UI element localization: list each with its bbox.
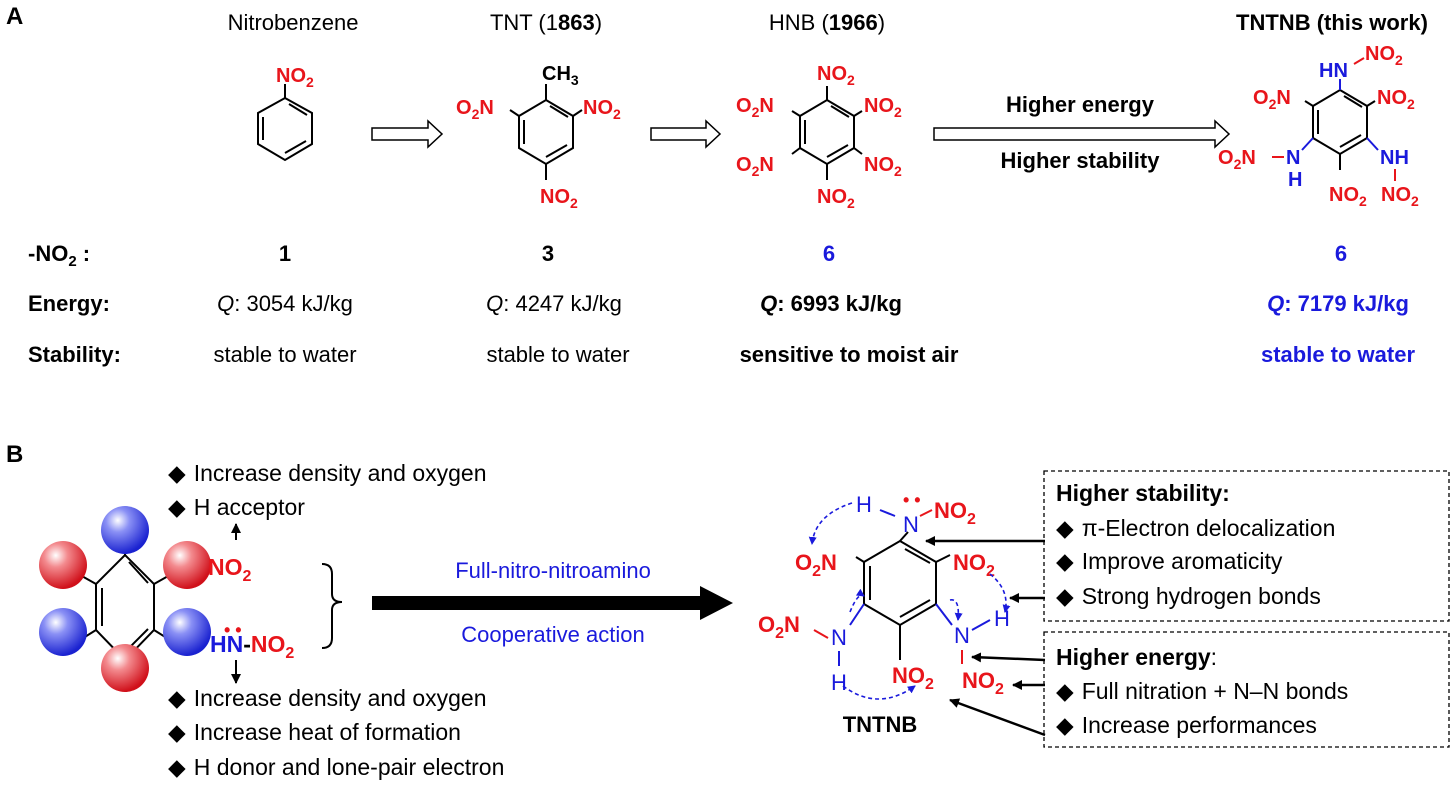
energy-box [1043, 631, 1450, 748]
arrow-label-higher-energy: Higher energy [1006, 92, 1155, 117]
bottom-bullet-1: ◆Increase density and oxygen [168, 685, 487, 711]
stability-item-3: ◆Strong hydrogen bonds [1056, 583, 1321, 609]
energy-item-2: ◆Increase performances [1056, 712, 1317, 738]
energy-item-1: ◆Full nitration + N–N bonds [1056, 678, 1348, 704]
pointer-arrows [925, 536, 1046, 737]
row-label-energy: Energy: [28, 291, 110, 316]
sphere-top-left-red [39, 541, 87, 589]
svg-text:H: H [1288, 169, 1302, 191]
svg-text:NO2: NO2 [892, 663, 934, 693]
top-bullet-1: ◆Increase density and oxygen [168, 460, 487, 486]
nitro-count-nitrobenzene: 1 [279, 241, 291, 266]
sphere-top-right-red [163, 541, 211, 589]
open-arrow-1 [371, 119, 444, 149]
svg-text:H: H [994, 606, 1010, 631]
sphere-top-blue [101, 506, 149, 554]
open-arrow-3 [933, 119, 1231, 149]
tnt-structure: CH3 O2N NO2 NO2 [456, 63, 621, 211]
arrow-label-full-nitro: Full-nitro-nitroamino [455, 558, 651, 583]
svg-text:H: H [856, 492, 872, 517]
svg-text:NO2: NO2 [934, 498, 976, 528]
row-label-stability: Stability: [28, 342, 121, 367]
svg-text:O2N: O2N [456, 97, 494, 122]
svg-text:O2N: O2N [1218, 147, 1256, 172]
svg-text:CH3: CH3 [542, 63, 579, 88]
nitrobenzene-title: Nitrobenzene [228, 10, 359, 35]
svg-text:N: N [1286, 147, 1300, 169]
nitrobenzene-structure: NO2 [257, 65, 314, 162]
svg-text:NO2: NO2 [817, 63, 855, 88]
svg-text:NO2: NO2 [1381, 184, 1419, 209]
arrow-label-higher-stability: Higher stability [1001, 148, 1161, 173]
svg-text:• •: • • [903, 490, 921, 510]
stability-tntnb: stable to water [1261, 342, 1415, 367]
tntnb-label: TNTNB [843, 712, 918, 737]
svg-text:N: N [954, 623, 970, 648]
energy-tnt: Q: 4247 kJ/kg [486, 291, 622, 316]
svg-text:NO2: NO2 [817, 186, 855, 211]
tntnb-structure-a: HN NO2 O2N NO2 N H O2N NH NO2 NO2 [1218, 43, 1419, 209]
svg-text:NO2: NO2 [864, 154, 902, 179]
hn-no2-group-label: HN-NO2 [210, 631, 294, 662]
bracket [321, 563, 343, 649]
svg-text:O2N: O2N [736, 154, 774, 179]
nitro-count-hnb: 6 [823, 241, 835, 266]
bottom-bullet-2: ◆Increase heat of formation [168, 719, 461, 745]
energy-box-title: Higher energy: [1056, 644, 1217, 670]
bottom-bullet-3: ◆H donor and lone-pair electron [168, 754, 504, 780]
sphere-bottom-right-blue [163, 608, 211, 656]
hbond-arrows [808, 502, 1011, 700]
stability-hnb: sensitive to moist air [740, 342, 959, 367]
nitro-count-tntnb: 6 [1335, 241, 1347, 266]
sphere-bottom-left-blue [39, 608, 87, 656]
row-label-nitro: -NO2 : [28, 241, 90, 270]
stability-nitrobenzene: stable to water [213, 342, 356, 367]
no2-group-label: NO2 [208, 554, 252, 585]
tntnb-title: TNTNB (this work) [1236, 10, 1428, 35]
energy-nitrobenzene: Q: 3054 kJ/kg [217, 291, 353, 316]
big-arrow [372, 586, 733, 620]
stability-item-2: ◆Improve aromaticity [1056, 548, 1283, 574]
svg-text:N: N [903, 512, 919, 537]
stability-tnt: stable to water [486, 342, 629, 367]
stability-item-1: ◆π-Electron delocalization [1056, 515, 1335, 541]
energy-hnb: Q: 6993 kJ/kg [760, 291, 902, 316]
svg-text:NO2: NO2 [953, 550, 995, 580]
panel-a-label: A [6, 3, 23, 30]
svg-text:NO2: NO2 [1365, 43, 1403, 68]
svg-text:O2N: O2N [1253, 87, 1291, 112]
tntnb-structure-b: N • • H NO2 O2N NO2 N H O2N N H NO2 NO2 [758, 490, 1010, 698]
top-bullet-2: ◆H acceptor [168, 494, 305, 520]
svg-text:NO2: NO2 [583, 97, 621, 122]
svg-text:HN: HN [1319, 60, 1348, 82]
panel-b-label: B [6, 441, 23, 468]
open-arrow-2 [650, 119, 722, 149]
svg-text:H: H [831, 670, 847, 695]
svg-text:NO2: NO2 [1329, 184, 1367, 209]
svg-text:NO2: NO2 [540, 186, 578, 211]
svg-text:NO2: NO2 [864, 95, 902, 120]
hnb-title: HNB (1966) [769, 10, 885, 35]
svg-text:NO2: NO2 [962, 668, 1004, 698]
energy-tntnb: Q: 7179 kJ/kg [1267, 291, 1409, 316]
svg-text:N: N [831, 625, 847, 650]
svg-text:NO2: NO2 [276, 65, 314, 90]
arrow-label-cooperative: Cooperative action [461, 622, 644, 647]
tnt-title: TNT (1863) [490, 10, 602, 35]
sphere-bottom-red [101, 644, 149, 692]
svg-text:O2N: O2N [736, 95, 774, 120]
stability-box-title: Higher stability: [1056, 480, 1230, 506]
stability-box [1043, 470, 1450, 622]
svg-text:NO2: NO2 [1377, 87, 1415, 112]
svg-text:O2N: O2N [795, 550, 837, 580]
lone-pair-dots: • • [224, 620, 242, 640]
nitro-count-tnt: 3 [542, 241, 554, 266]
svg-text:O2N: O2N [758, 612, 800, 642]
hnb-structure: NO2 O2N NO2 O2N NO2 NO2 [736, 63, 902, 211]
svg-text:NH: NH [1380, 147, 1409, 169]
